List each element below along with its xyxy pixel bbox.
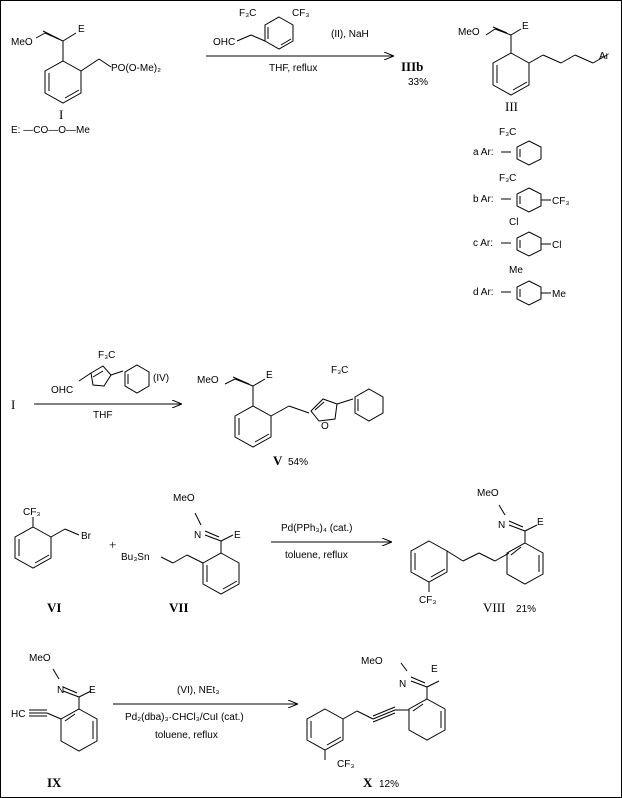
variant-c-sub-2: Cl (552, 240, 561, 251)
arrow-4-reagent: (VI), NEt₃ (177, 685, 219, 696)
compound-V-yield: 54% (288, 457, 308, 468)
scheme2-sm-label: I (11, 397, 15, 412)
compound-VI-cf3: CF₃ (23, 507, 40, 518)
scheme-3: CF₃ Br VI + MeO N E Bu₃Sn VII Pd(PPh₃)₄ … (14, 488, 544, 615)
compound-VIII-meo: MeO (477, 488, 499, 499)
compound-III-meo: MeO (458, 27, 480, 38)
compound-VIII-label: VIII (483, 600, 505, 615)
compound-IX-hc: HC (11, 709, 25, 720)
plus-sign: + (109, 537, 116, 552)
reagent-IV-structure (78, 364, 150, 394)
variant-b-sub-1: F₃C (499, 173, 516, 184)
reagent-IV-tag: (IV) (153, 373, 169, 384)
compound-V-o: O (321, 421, 329, 432)
variant-d-sub-2: Me (552, 289, 566, 300)
scheme-2: I F₃C OHC (IV) THF (11, 350, 384, 468)
compound-IX-meo: MeO (29, 653, 51, 664)
compound-X-n: N (399, 679, 406, 690)
compound-VII-sn: Bu₃Sn (121, 552, 150, 563)
ar-variant-a: a Ar: F₃C (473, 127, 542, 166)
arrow-3-conditions: toluene, reflux (285, 550, 348, 561)
compound-V-label: V (273, 453, 283, 468)
compound-V-cf3: F₃C (331, 365, 348, 376)
compound-VIII-n: N (498, 520, 505, 531)
arrow-1-reagent: (II), NaH (331, 29, 369, 40)
compound-VII-e: E (234, 530, 241, 541)
compound-V-structure (224, 376, 384, 448)
arrow-4-conditions: toluene, reflux (155, 730, 218, 741)
compound-III-structure (485, 26, 608, 96)
compound-V-meo: MeO (197, 375, 219, 386)
compound-VI-label: VI (47, 600, 61, 615)
ar-variant-c: c Ar: Cl Cl (473, 217, 561, 257)
arrow-2-conditions: THF (93, 410, 112, 421)
variant-a-tag: a Ar: (473, 147, 494, 158)
yield-IIIb: 33% (408, 77, 428, 88)
compound-I-label: I (59, 107, 63, 122)
arrow-4-catalyst: Pd₂(dba)₃·CHCl₃/CuI (cat.) (125, 712, 244, 723)
compound-VIII-cf3: CF₃ (419, 595, 436, 606)
scheme-1: MeO E PO(O-Me)₂ I E: —CO—O—Me F₃C CF₃ OH… (11, 8, 610, 306)
variant-c-sub-1: Cl (509, 217, 518, 228)
compound-III-e: E (522, 21, 529, 32)
reagent-IV-ohc: OHC (51, 385, 73, 396)
compound-X-cf3: CF₃ (337, 759, 354, 770)
reagent-II-ohc: OHC (213, 37, 235, 48)
compound-X-yield: 12% (379, 779, 399, 790)
compound-IX-e: E (89, 685, 96, 696)
e-definition: E: —CO—O—Me (11, 125, 90, 136)
compound-IX-label: IX (47, 775, 62, 790)
reagent-II-cf3-b: CF₃ (292, 8, 309, 19)
reagent-II-cf3-a: F₃C (239, 8, 256, 19)
ar-variant-b: b Ar: F₃C CF₃ (473, 173, 569, 213)
arrow-3-catalyst: Pd(PPh₃)₄ (cat.) (281, 523, 353, 534)
compound-III-label: III (505, 99, 518, 114)
variant-a-sub-1: F₃C (499, 127, 516, 138)
compound-X-meo: MeO (361, 656, 383, 667)
variant-b-tag: b Ar: (473, 194, 494, 205)
compound-V-e: E (266, 370, 273, 381)
variant-d-tag: d Ar: (473, 287, 494, 298)
compound-I-structure (35, 30, 112, 104)
scheme-4: MeO N E HC IX (VI), NEt₃ Pd₂(dba)₃·CHCl₃… (11, 653, 446, 790)
compound-I-e: E (78, 24, 85, 35)
compound-VII-meo: MeO (173, 493, 195, 504)
compound-III-ar: Ar (599, 51, 610, 62)
ar-variant-d: d Ar: Me Me (473, 265, 566, 306)
compound-IX-n: N (57, 685, 64, 696)
compound-X-structure (306, 662, 446, 760)
compound-VII-n: N (194, 530, 201, 541)
compound-I-meo: MeO (11, 37, 33, 48)
compound-VIII-e: E (537, 517, 544, 528)
compound-I-phosphonate: PO(O-Me)₂ (111, 63, 161, 74)
variant-b-sub-2: CF₃ (552, 196, 569, 207)
reagent-II-structure (236, 16, 294, 50)
compound-VIII-structure (410, 504, 544, 592)
compound-X-label: X (363, 775, 373, 790)
compound-VIII-yield: 21% (516, 604, 536, 615)
reagent-IV-cf3: F₃C (98, 350, 115, 361)
compound-VII-label: VII (169, 600, 189, 615)
compound-VI-br: Br (81, 531, 92, 542)
variant-d-sub-1: Me (509, 265, 523, 276)
compound-X-e: E (431, 664, 438, 675)
compound-VII-structure (160, 512, 240, 595)
product-tag-IIIb: IIIb (401, 59, 423, 74)
arrow-1-conditions: THF, reflux (269, 63, 317, 74)
variant-c-tag: c Ar: (473, 238, 493, 249)
compound-IX-structure (29, 668, 98, 752)
compound-VI-structure (14, 517, 80, 569)
